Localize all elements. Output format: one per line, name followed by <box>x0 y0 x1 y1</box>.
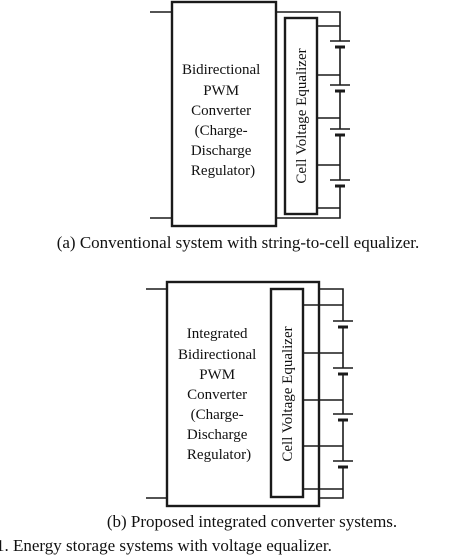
diagram-b-caption: (b) Proposed integrated converter system… <box>107 512 397 531</box>
converter-label-line: (Charge- <box>195 123 248 139</box>
converter-label-line: PWM <box>203 83 239 99</box>
diagram-a-battery-cell-3 <box>330 128 350 137</box>
diagram-b-battery-cell-4 <box>333 460 353 469</box>
diagram-b-equalizer-box <box>269 287 305 499</box>
diagram-b-converter-label: Integrated Bidirectional PWM Converter (… <box>178 326 260 463</box>
diagram-a <box>150 0 350 228</box>
diagram-a-equalizer-box <box>283 16 319 216</box>
diagram-b-equalizer-label: Cell Voltage Equalizer <box>280 326 296 461</box>
diagram-a-caption: (a) Conventional system with string-to-c… <box>57 233 420 252</box>
converter-label-line: Discharge <box>187 427 248 443</box>
diagram-a-battery-cell-1 <box>330 40 350 49</box>
converter-label-line: Regulator) <box>187 447 251 463</box>
diagram-a-equalizer-label: Cell Voltage Equalizer <box>294 48 310 183</box>
converter-label-line: Integrated <box>187 326 248 342</box>
converter-label-line: Converter <box>191 103 251 119</box>
converter-label-line: Bidirectional <box>182 62 260 78</box>
diagram-a-converter-label: Bidirectional PWM Converter (Charge- Dis… <box>182 62 264 179</box>
converter-label-line: Discharge <box>191 143 252 159</box>
converter-label-line: Regulator) <box>191 163 255 179</box>
diagram-b-negative-bus <box>319 467 344 499</box>
converter-label-line: Converter <box>187 387 247 403</box>
figure-caption: 1. Energy storage systems with voltage e… <box>0 536 332 555</box>
diagram-b <box>146 280 353 508</box>
diagram-b-battery-cell-1 <box>333 320 353 329</box>
diagram-a-negative-bus <box>276 193 341 219</box>
diagram-b-battery-cell-2 <box>333 367 353 376</box>
diagram-b-battery-cell-3 <box>333 413 353 422</box>
diagram-b-positive-bus <box>319 288 344 321</box>
converter-label-line: Bidirectional <box>178 347 256 363</box>
diagram-a-battery-cell-4 <box>330 179 350 188</box>
diagram-a-battery-cell-2 <box>330 84 350 93</box>
converter-label-line: PWM <box>199 367 235 383</box>
diagram-a-positive-bus <box>276 11 341 41</box>
diagram-b-converter-box <box>165 280 321 508</box>
converter-label-line: (Charge- <box>191 407 244 423</box>
diagram-a-converter-box <box>170 0 278 228</box>
